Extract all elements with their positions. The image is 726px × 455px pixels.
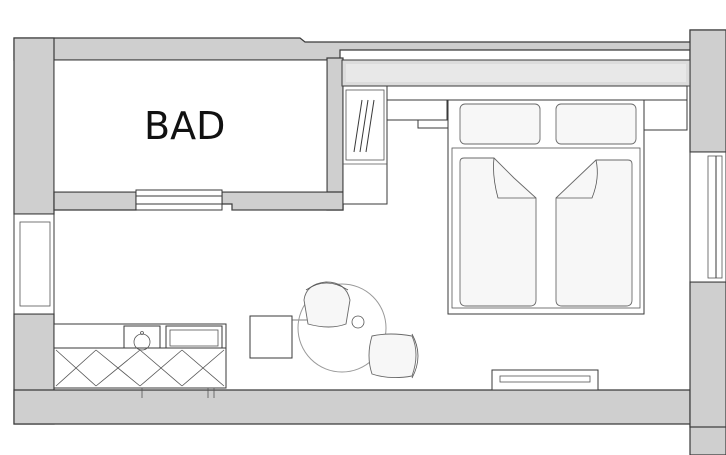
bathroom-door (135, 189, 290, 211)
sink (123, 325, 161, 351)
wardrobe (341, 59, 691, 87)
wall-bath-bottom-right (221, 191, 344, 211)
wall-right-lower (689, 281, 726, 428)
shelf-unit (342, 85, 388, 205)
wall-bottom (13, 389, 726, 455)
cooktop (165, 325, 223, 349)
double-bed (447, 99, 645, 315)
wall-bath-bottom-left (53, 191, 137, 211)
window-right (689, 151, 726, 283)
tv-board (491, 369, 599, 391)
bathroom-floor (53, 59, 328, 193)
round-table (297, 283, 387, 373)
wall-bath-right (326, 57, 344, 211)
dining-set (249, 281, 419, 379)
wall-left-upper (13, 37, 55, 215)
blanket-left (459, 157, 537, 307)
chair-top (303, 281, 365, 329)
wall-top (13, 29, 726, 61)
walls (13, 29, 726, 455)
pillow-left (459, 103, 541, 145)
blanket-right (555, 159, 633, 307)
window-left (13, 213, 55, 315)
pillow-right (555, 103, 637, 145)
room-label-bad: BAD (144, 104, 225, 148)
chair-right (368, 333, 419, 379)
kitchen-counter (53, 323, 227, 398)
wall-right-upper (689, 29, 726, 153)
side-table (249, 315, 293, 359)
